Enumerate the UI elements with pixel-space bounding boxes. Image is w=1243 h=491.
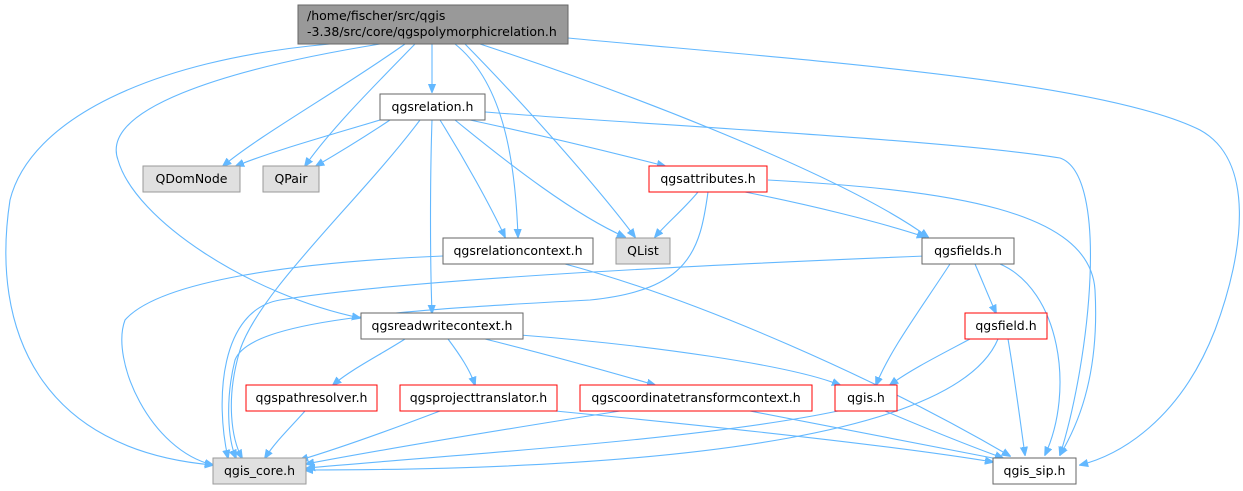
edge-root-qgsrelationcontext (454, 43, 518, 237)
edge-qgsrelation-qgis_core (230, 119, 421, 458)
node-qgsprojecttranslator[interactable]: qgsprojecttranslator.h (399, 384, 558, 412)
edge-qgsfield-qgis (890, 338, 971, 385)
edge-qgsreadwritecontext-qgspathresolver (333, 338, 406, 385)
edge-qgsfield-qgis_core (305, 338, 999, 470)
node-qdomnode-label: QDomNode (156, 171, 228, 186)
edge-qgsrelation-qlist (454, 119, 625, 237)
node-qgsreadwritecontext-label: qgsreadwritecontext.h (372, 318, 513, 333)
node-qgis_sip-label: qgis_sip.h (1004, 463, 1066, 478)
node-qgsrelation-label: qgsrelation.h (392, 99, 474, 114)
node-qpair-label: QPair (274, 171, 308, 186)
node-qdomnode[interactable]: QDomNode (142, 165, 241, 193)
edge-qgsrelation-qgsrelationcontext (439, 119, 505, 237)
node-qgsattributes[interactable]: qgsattributes.h (648, 165, 768, 193)
node-qgis[interactable]: qgis.h (834, 384, 898, 412)
edge-qgsrelationcontext-qgis_sip (564, 263, 1010, 456)
node-qgsfields-label: qgsfields.h (934, 243, 1002, 258)
node-qlist[interactable]: QList (615, 237, 671, 265)
edge-qgsattributes-qgsfields (744, 191, 925, 237)
edge-root-qdomnode (223, 43, 406, 166)
edge-root-qgsreadwritecontext (115, 43, 381, 318)
node-qgscoordinatetransformcontext[interactable]: qgscoordinatetransformcontext.h (579, 384, 813, 412)
node-qgsattributes-label: qgsattributes.h (660, 171, 755, 186)
node-qgspathresolver-label: qgspathresolver.h (256, 390, 368, 405)
node-qgsrelation[interactable]: qgsrelation.h (379, 93, 486, 121)
node-qgis_sip[interactable]: qgis_sip.h (992, 457, 1077, 485)
edge-qgspathresolver-qgis_core (265, 410, 306, 458)
node-qgsreadwritecontext[interactable]: qgsreadwritecontext.h (360, 312, 524, 340)
edge-qgsfield-qgis_sip (1007, 338, 1025, 455)
edge-qgsprojecttranslator-qgis_sip (544, 409, 993, 462)
edges (5, 37, 1240, 470)
edge-qgsrelation-qdomnode (236, 119, 381, 166)
edge-qgsfields-qgis_core (221, 255, 926, 458)
edge-qgsfields-qgsfield (974, 263, 996, 313)
edge-qgsfields-qgis (876, 263, 951, 385)
node-qgsrelationcontext-label: qgsrelationcontext.h (453, 243, 582, 258)
edge-qgsrelation-qpair (316, 119, 391, 166)
edge-qgsfields-qgis_sip (999, 263, 1061, 455)
edge-root-qpair (305, 43, 416, 166)
edge-qgsrelation-qgsattributes (469, 119, 665, 166)
edge-qgsreadwritecontext-qgsprojecttranslator (447, 338, 475, 385)
edge-qgis-qgis_sip (884, 410, 1003, 458)
edge-qgsreadwritecontext-qgscoordinatetransformcontext (484, 338, 655, 385)
node-qgsfield[interactable]: qgsfield.h (964, 312, 1048, 340)
edge-root-qgis_core (5, 43, 331, 465)
edge-qgscoordinatetransformcontext-qgis_core (306, 410, 621, 464)
node-qgsrelationcontext[interactable]: qgsrelationcontext.h (442, 237, 594, 265)
node-root[interactable]: /home/fischer/src/qgis -3.38/src/core/qg… (297, 4, 569, 45)
node-qpair[interactable]: QPair (262, 165, 320, 193)
node-qgis_core[interactable]: qgis_core.h (212, 457, 307, 485)
edge-qgis-qgis_core (307, 410, 839, 468)
edge-qgsprojecttranslator-qgis_core (300, 410, 441, 460)
edge-qgsattributes-qlist (655, 191, 699, 237)
edge-qgsrelation-qgsreadwritecontext (431, 119, 433, 313)
node-qgspathresolver[interactable]: qgspathresolver.h (245, 384, 378, 412)
edge-qgsrelationcontext-qgis_core (121, 255, 444, 465)
node-qgscoordinatetransformcontext-label: qgscoordinatetransformcontext.h (591, 390, 800, 405)
edge-qgsrelation-qgis_sip (484, 111, 1091, 455)
node-root-line2: -3.38/src/core/qgspolymorphicrelation.h (307, 24, 557, 39)
edge-root-qlist (464, 43, 635, 237)
node-qgsfields[interactable]: qgsfields.h (921, 237, 1015, 265)
nodes: /home/fischer/src/qgis -3.38/src/core/qg… (142, 4, 1077, 485)
edge-qgsattributes-qgis_sip (767, 179, 1097, 455)
edge-root-qgsfields (479, 43, 928, 237)
node-qgis-label: qgis.h (847, 390, 885, 405)
node-qlist-label: QList (627, 243, 659, 258)
node-qgis_core-label: qgis_core.h (224, 463, 295, 478)
node-qgsfield-label: qgsfield.h (975, 318, 1036, 333)
edge-qgscoordinatetransformcontext-qgis_sip (749, 410, 1003, 460)
edge-qgsreadwritecontext-qgis (519, 334, 840, 385)
node-root-line1: /home/fischer/src/qgis (307, 8, 445, 23)
node-qgsprojecttranslator-label: qgsprojecttranslator.h (410, 390, 547, 405)
edge-root-qgis_sip (567, 37, 1240, 465)
